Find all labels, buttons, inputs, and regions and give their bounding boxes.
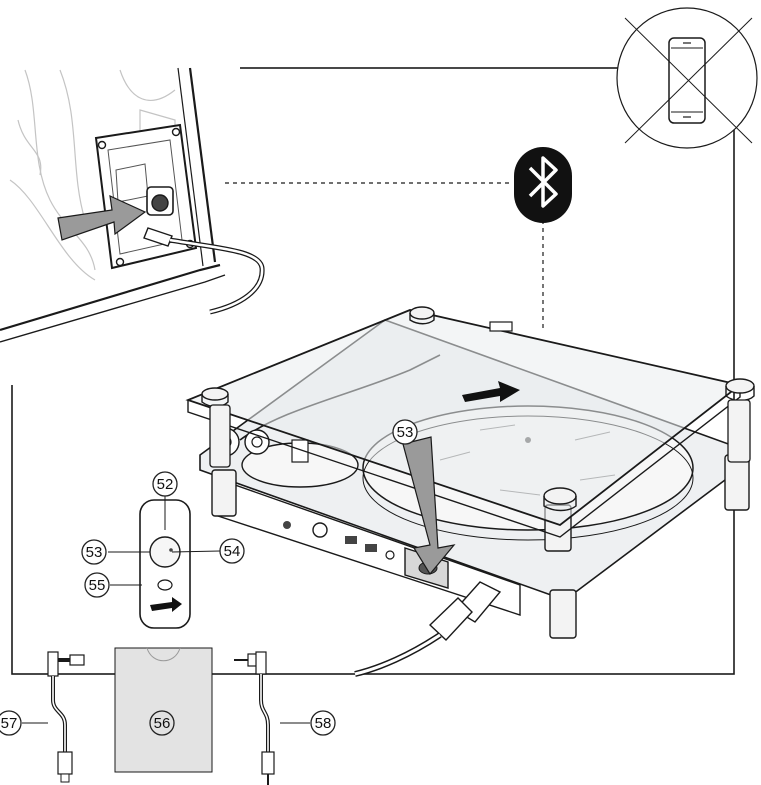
callout-54-label: 54 [224,543,241,560]
callout-57: 57 [0,710,22,736]
callout-55: 55 [84,572,110,598]
remote-bluetooth-indicator [157,579,173,591]
turntable [185,306,755,677]
manual-card [114,647,213,773]
callout-53-turntable-label: 53 [397,424,414,441]
crossed-out-smartphone-icon [616,7,758,149]
speaker-closeup [0,0,265,385]
callout-54: 54 [219,538,245,564]
power-cable [354,632,442,677]
callout-56-label: 56 [154,715,171,732]
callout-57-label: 57 [1,715,18,732]
down-arrow [402,436,456,576]
callout-58: 58 [310,710,336,736]
insert-arrow [57,194,147,241]
callout-58-label: 58 [315,715,332,732]
callout-52: 52 [152,471,178,497]
callout-52-label: 52 [157,476,174,493]
callout-53-remote: 53 [81,539,107,565]
callout-53-remote-label: 53 [86,544,103,561]
speaker-socket [151,194,169,212]
callout-53-turntable: 53 [392,419,418,445]
audio-cable [234,651,275,785]
callout-55-label: 55 [89,577,106,594]
usb-cable [47,651,85,783]
remote-control [139,499,191,629]
callout-56: 56 [149,710,175,736]
bluetooth-icon [514,147,572,223]
